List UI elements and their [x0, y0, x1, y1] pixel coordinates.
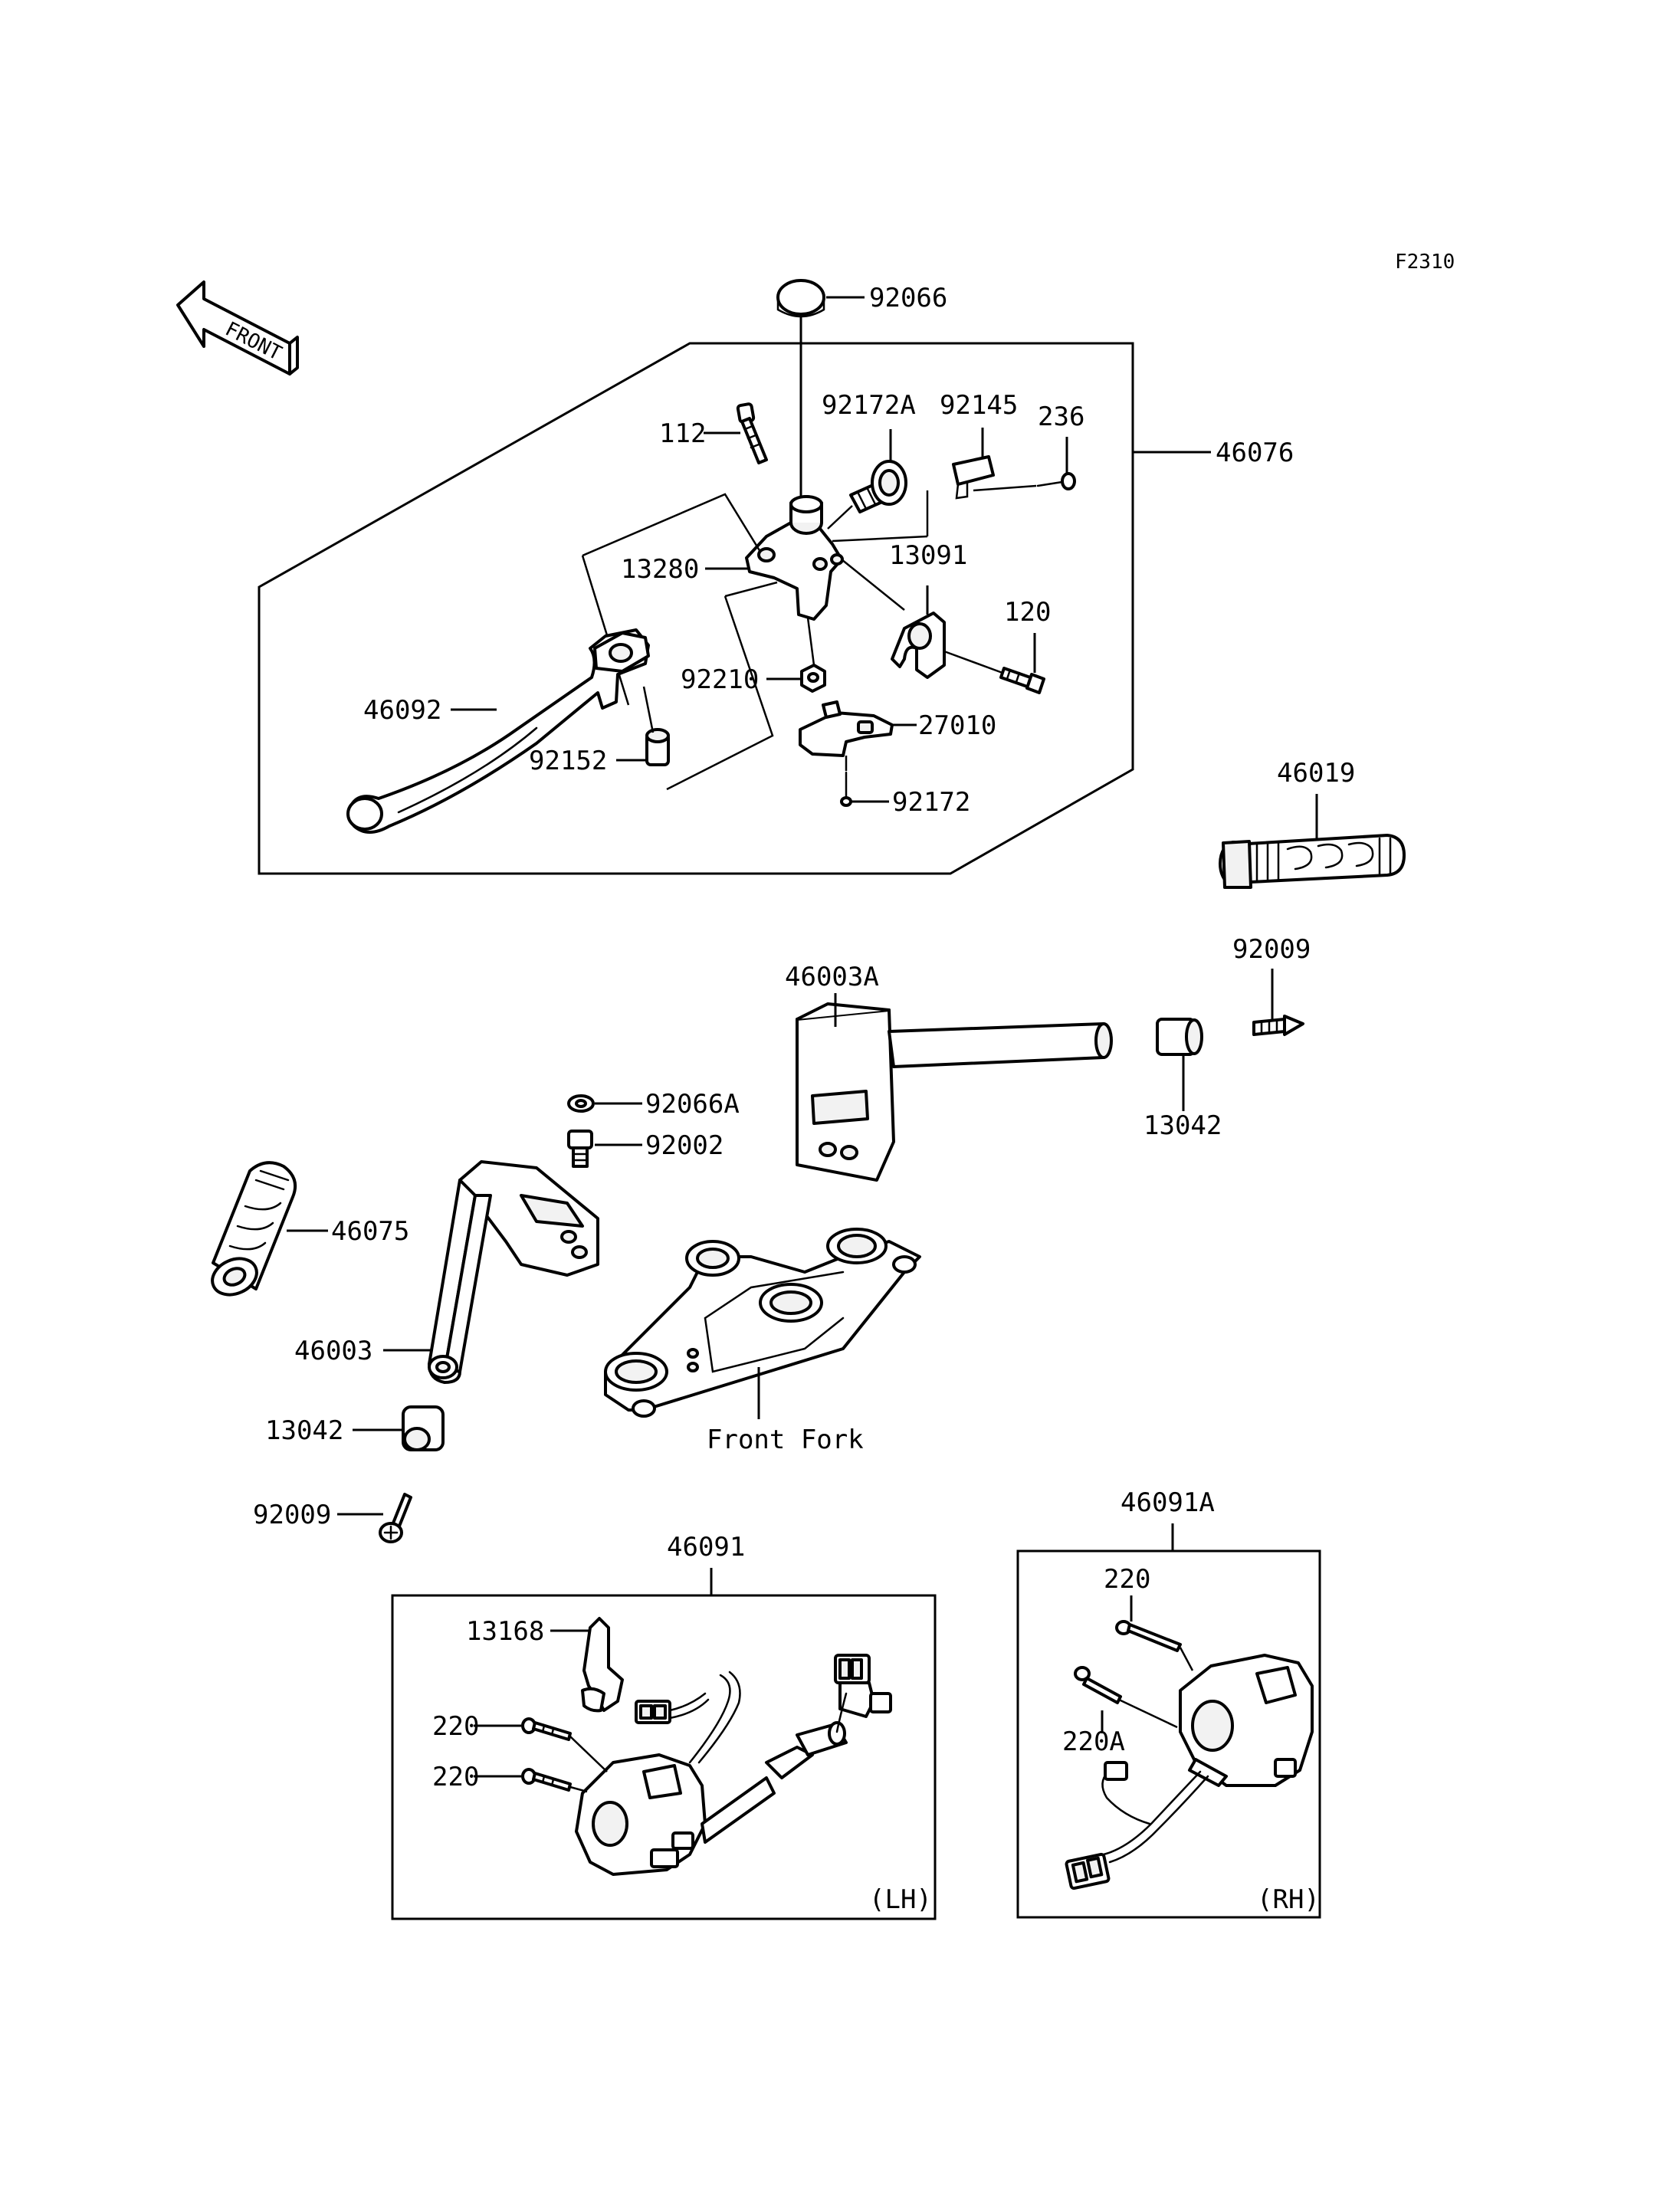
- callout-46075: 46075: [331, 1216, 409, 1247]
- callout-46019: 46019: [1277, 758, 1355, 789]
- callout-46076: 46076: [1216, 438, 1294, 468]
- part-46091-switch-lh: [575, 1654, 892, 1876]
- box-46091A: [1016, 1549, 1321, 1919]
- part-13168-bracket: [581, 1617, 624, 1713]
- front-arrow-icon: FRONT: [176, 280, 299, 375]
- part-92172-screw: [840, 771, 852, 807]
- callout-220-lh-1: 220: [432, 1711, 479, 1742]
- callout-46003A: 46003A: [785, 962, 879, 992]
- part-92210-nut: [800, 664, 826, 693]
- part-92152-pivot: [645, 728, 670, 766]
- part-46092-lever: [346, 628, 650, 834]
- rh-switch-box: 46091A (RH) 220 220A: [1016, 1487, 1321, 1919]
- callout-220-lh-2: 220: [432, 1762, 479, 1792]
- figure-code: F2310: [1395, 251, 1455, 274]
- callout-92145: 92145: [940, 390, 1018, 421]
- part-220-screw-lh-2: [521, 1768, 572, 1792]
- callout-92172: 92172: [892, 787, 970, 818]
- part-27010-switch: [799, 700, 894, 757]
- callout-92009-right: 92009: [1232, 934, 1311, 965]
- kit-outline-46076: [258, 342, 1134, 875]
- part-13091-clamp: [891, 612, 946, 679]
- part-46003A-handlebar: [796, 1002, 1113, 1182]
- callout-27010: 27010: [918, 710, 996, 741]
- callout-13042-left: 13042: [265, 1415, 343, 1446]
- part-220-screw-rh: [1115, 1620, 1182, 1652]
- callout-92172A: 92172A: [822, 390, 916, 421]
- callout-92152: 92152: [529, 746, 607, 776]
- box-46091: [391, 1594, 937, 1920]
- part-92002-bolt: [567, 1130, 593, 1168]
- callout-92066: 92066: [869, 283, 947, 313]
- part-46075-grip: [211, 1161, 297, 1297]
- callout-13091: 13091: [889, 540, 967, 571]
- callout-92210: 92210: [681, 664, 759, 695]
- lh-label: (LH): [869, 1884, 932, 1915]
- part-13042-weight-right: [1156, 1018, 1203, 1056]
- lever-assembly-kit: 92066 46076 112 92172A 921: [258, 279, 1294, 875]
- part-112-bolt: [736, 402, 768, 464]
- front-fork-clamp: [604, 1228, 921, 1418]
- rh-label: (RH): [1257, 1884, 1320, 1915]
- callout-46091: 46091: [667, 1532, 745, 1562]
- callout-13042-right: 13042: [1144, 1110, 1222, 1141]
- part-13280-bracket: [745, 495, 844, 621]
- part-46019-grip: [1219, 834, 1406, 889]
- callout-92009-left: 92009: [253, 1500, 331, 1530]
- part-120-bolt: [999, 667, 1045, 694]
- callout-46003: 46003: [294, 1336, 372, 1366]
- callout-92066A: 92066A: [645, 1089, 740, 1120]
- part-92066-cap: [776, 279, 865, 498]
- part-220A-screw-rh: [1074, 1666, 1122, 1704]
- part-236-screw: [1036, 472, 1076, 490]
- callout-46091A: 46091A: [1121, 1487, 1215, 1518]
- part-220-screw-lh-1: [521, 1717, 572, 1741]
- part-92009-screw-left: [379, 1493, 412, 1543]
- front-fork-label: Front Fork: [707, 1425, 864, 1455]
- callout-220A: 220A: [1062, 1726, 1125, 1757]
- callout-13280: 13280: [621, 554, 699, 585]
- callout-13168: 13168: [466, 1616, 544, 1647]
- lh-switch-box: 46091 (LH) 13168: [391, 1532, 937, 1920]
- part-13042-weight-left: [402, 1405, 445, 1451]
- callout-236: 236: [1038, 402, 1084, 432]
- callout-120: 120: [1004, 597, 1051, 628]
- part-92145-spring: [952, 455, 995, 500]
- part-46091A-switch-rh: [1065, 1654, 1314, 1890]
- callout-220-rh: 220: [1104, 1564, 1150, 1595]
- callout-46092: 46092: [363, 695, 441, 726]
- part-92009-screw-right: [1252, 1015, 1304, 1036]
- part-92172A-adjuster: [849, 460, 907, 513]
- part-92066A-washer: [567, 1094, 595, 1113]
- callout-112: 112: [659, 418, 706, 449]
- part-46003-handlebar: [428, 1160, 599, 1384]
- callout-92002: 92002: [645, 1130, 724, 1161]
